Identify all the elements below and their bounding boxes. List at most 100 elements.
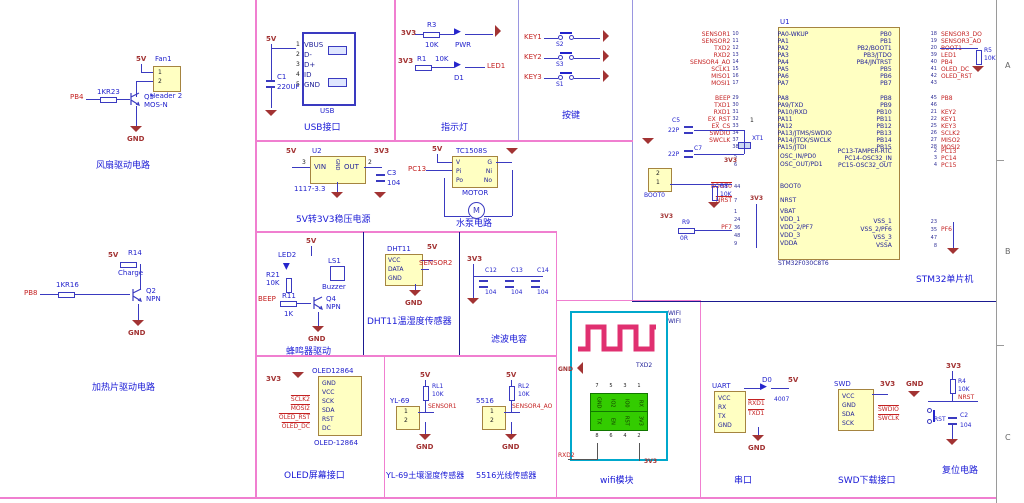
pin-name: PA0-WKUP	[777, 30, 809, 38]
connector-designator: Fan1	[155, 55, 172, 63]
sheet-row-label: B	[1005, 247, 1011, 256]
gnd-symbol	[374, 192, 386, 198]
power-label: 3V3	[266, 375, 282, 383]
gnd-label: GND	[502, 443, 520, 451]
pin-name: SCK	[322, 397, 334, 405]
power-label: 5V	[420, 371, 431, 379]
resistor-value: 10K	[266, 279, 280, 287]
divider	[394, 0, 396, 140]
pin-number: 34	[732, 130, 739, 136]
resistor	[678, 228, 695, 234]
divider	[556, 232, 557, 497]
pin-number: 40	[930, 59, 937, 65]
pin-number: 23	[930, 218, 938, 225]
pin-name: PB9	[880, 101, 892, 109]
net-label: OLED_DC	[940, 65, 970, 73]
usb-pin-row: 1 VBUS	[296, 40, 323, 50]
net-label: KEY2	[940, 108, 957, 116]
pin-name: V	[456, 158, 461, 166]
pin-name: TX	[595, 417, 602, 425]
gnd-symbol	[132, 320, 144, 326]
pin-row: PC15-OSC32_OUT 4 PC15	[778, 162, 996, 169]
section-heater: 5V R14 Charge PB8 1KR16 Q2 NPN GND 加热片驱动…	[0, 232, 255, 497]
pin-number: 37	[732, 137, 739, 143]
section-title: 串口	[734, 476, 753, 486]
key-row: KEY2 S3	[518, 50, 632, 70]
pin-number: 1	[490, 408, 494, 415]
resistor-value: 10K	[432, 391, 444, 398]
gnd-symbol	[947, 248, 959, 254]
pin-row: RXD1 31 PA10/RXD PB10 21 KEY2	[632, 109, 996, 116]
mcu-body	[778, 27, 900, 260]
pin-name: SDA	[842, 410, 855, 418]
pin-name: VCC	[388, 256, 401, 264]
pin-number: 4	[623, 432, 627, 439]
connector-type: Header 2	[150, 92, 183, 100]
pump-driver-chip	[452, 156, 498, 188]
resistor-designator: R9	[682, 219, 690, 226]
power-label: 3V3	[724, 157, 737, 164]
pin-number-cell: 5	[604, 381, 618, 391]
power-label: 5V	[108, 251, 119, 259]
motor-letter: M	[473, 206, 480, 215]
section-title: STM32单片机	[916, 275, 974, 285]
section-keys: KEY1 S2 KEY2 S3 KEY3 S1 按键	[518, 0, 632, 140]
capacitor-designator: C5	[672, 117, 681, 124]
divider	[700, 301, 701, 497]
section-light-sensor: 5V RL2 10K 5516 1 2 SENSOR4_AO GND 5516光…	[470, 356, 556, 497]
pin-number-cell: 6	[604, 431, 618, 441]
divider	[363, 232, 364, 356]
driver-pin-row: Po No	[456, 176, 492, 185]
pin-name: PA13/JTMS/SWDIO	[777, 129, 832, 137]
pin-name: VSS_1	[873, 218, 892, 225]
usb-pin-row: 2 D-	[296, 50, 323, 60]
pin-name: IO2	[609, 398, 616, 408]
net-label: OLED_RST	[278, 413, 310, 421]
pin-row: MOSI1 17 PA7 PB7 43	[632, 80, 996, 87]
pin-name: PB13	[876, 129, 892, 137]
driver-pin-row: Pi Ni	[456, 167, 492, 176]
net-label: KEY1	[524, 33, 542, 41]
pin-name: PA6	[777, 72, 789, 80]
gnd-label: GND	[405, 299, 423, 307]
pin-name: 3V3	[637, 416, 644, 426]
pin-name: Po	[456, 176, 464, 184]
pin-name: VCC	[322, 388, 335, 396]
resistor	[509, 386, 515, 401]
divider	[255, 355, 557, 357]
pin-number: 3	[302, 159, 306, 166]
pin-number: 25	[930, 123, 937, 129]
gnd-symbol	[603, 30, 609, 42]
resistor-value: 0R	[680, 235, 688, 242]
resistor-value: 1KR23	[97, 88, 120, 96]
pin-name: PB11	[876, 115, 892, 123]
gnd-symbol	[752, 435, 764, 441]
pin-number: 7	[595, 382, 599, 389]
pin-number: 19	[930, 38, 937, 44]
resistor-designator: R4	[958, 378, 966, 385]
pin-name: PA15/JTDI	[777, 143, 807, 151]
transistor-type: NPN	[146, 295, 161, 303]
pin-name: VCC	[718, 394, 731, 402]
dht-pin-row: VCC	[388, 256, 418, 265]
resistor-value: 10K	[984, 55, 996, 62]
pin-name: DATA	[388, 265, 404, 273]
net-label: SENSOR1	[428, 403, 457, 410]
pin-row: BOOT0 44 BOOT0	[632, 180, 898, 194]
mcu-part-number: STM32F030C8T6	[778, 260, 829, 267]
pin-number: 13	[732, 52, 739, 58]
section-title: 滤波电容	[491, 335, 528, 345]
power-label: 5V	[427, 243, 438, 251]
section-mcu: U1 SENSOR1 10 PA0-WKUP PB0 18 SENSOR3_DO…	[632, 0, 996, 301]
wifi-label: WIFI	[668, 310, 681, 317]
power-label: 5V	[506, 371, 517, 379]
power-label: 5V	[136, 55, 147, 63]
capacitor-designator: C7	[694, 145, 703, 152]
pin-name: G	[487, 158, 492, 166]
connector-designator: SWD	[834, 380, 851, 388]
section-title: 风扇驱动电路	[96, 161, 151, 171]
swd-pin-row: SDA	[842, 410, 870, 419]
power-label: 3V3	[660, 213, 673, 220]
mcu-pin-rows-b: BEEP 29 PA8 PB8 45 PB8 TXD1 30 PA9/TXD P…	[632, 95, 996, 151]
pin-number-cell: 2	[632, 431, 646, 441]
